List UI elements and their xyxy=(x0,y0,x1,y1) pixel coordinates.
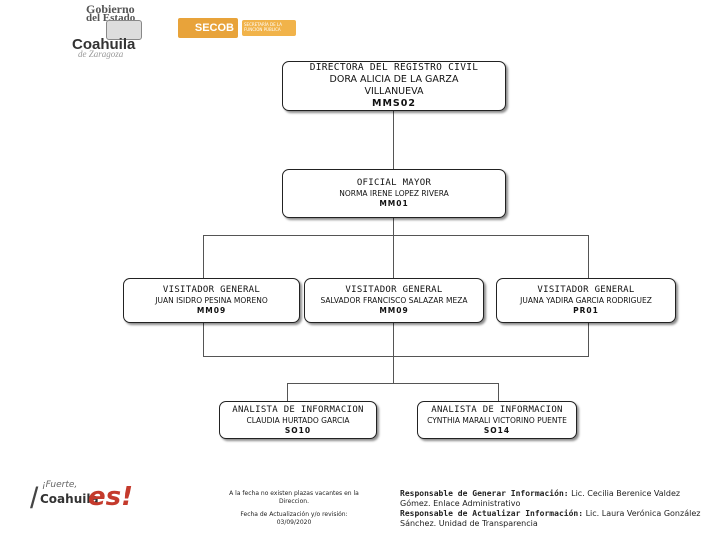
logo-text-coahuila: Coahuila xyxy=(40,492,99,506)
logo-text-fuerte: ¡Fuerte, xyxy=(42,480,78,490)
node-title: DIRECTORA DEL REGISTRO CIVIL xyxy=(309,62,479,73)
responsable-generar: Responsable de Generar Información: Lic.… xyxy=(400,489,712,509)
secob-label: SECOB xyxy=(178,18,238,38)
fuerte-coahuila-logo: / ¡Fuerte, Coahuila es! xyxy=(30,476,134,516)
connector-analista-2 xyxy=(498,383,499,401)
node-title: OFICIAL MAYOR xyxy=(356,178,432,188)
logo-text-es: es! xyxy=(88,482,133,512)
note-fecha-actualizacion: Fecha de Actualización y/o revisión: 03/… xyxy=(240,511,348,526)
note-vacantes: A la fecha no existen plazas vacantes en… xyxy=(229,490,359,505)
logo-text-gobierno: Gobierno xyxy=(86,2,135,16)
node-code: SO10 xyxy=(284,425,312,435)
node-code: MM09 xyxy=(196,306,227,315)
node-title: VISITADOR GENERAL xyxy=(537,285,635,295)
secob-logo: SECOB SECRETARÍA DE LA FUNCIÓN PÚBLICA xyxy=(178,18,296,38)
node-visitador-1: VISITADOR GENERAL JUAN ISIDRO PESINA MOR… xyxy=(123,278,300,323)
node-name: JUANA YADIRA GARCIA RODRIGUEZ xyxy=(520,296,652,305)
node-name: SALVADOR FRANCISCO SALAZAR MEZA xyxy=(320,296,468,305)
logo-text-coahuila: Coahuila xyxy=(72,36,136,53)
node-title: VISITADOR GENERAL xyxy=(162,285,261,295)
connector-center-down xyxy=(393,323,394,383)
gobierno-coahuila-logo: Gobierno del Estado Coahuila de Zaragoza xyxy=(60,2,172,59)
node-name: CYNTHIA MARALI VICTORINO PUENTE xyxy=(427,415,567,425)
secob-subtitle: SECRETARÍA DE LA FUNCIÓN PÚBLICA xyxy=(242,20,296,36)
node-name: DORA ALICIA DE LA GARZA VILLANUEVA xyxy=(329,74,459,97)
connector-visitador-2 xyxy=(393,235,394,278)
connector-visitador-1 xyxy=(203,235,204,278)
connector-director-oficial xyxy=(393,111,394,169)
node-name: NORMA IRENE LOPEZ RIVERA xyxy=(339,189,449,198)
node-name: JUAN ISIDRO PESINA MORENO xyxy=(155,296,268,305)
node-code: MMS02 xyxy=(372,98,416,109)
node-visitador-3: VISITADOR GENERAL JUANA YADIRA GARCIA RO… xyxy=(496,278,676,323)
logo-slash-icon: / xyxy=(30,482,39,515)
connector-visitadores-bar xyxy=(203,235,589,236)
connector-visitador-3 xyxy=(588,235,589,278)
connector-oficial-down xyxy=(393,218,394,235)
responsable-actualizar-label: Responsable de Actualizar Información: xyxy=(400,509,584,518)
responsable-generar-label: Responsable de Generar Información: xyxy=(400,489,569,498)
connector-lower-right xyxy=(588,323,589,356)
connector-analista-1 xyxy=(287,383,288,401)
responsable-generar-value: Lic. Cecilia Berenice Valdez Gómez. Enla… xyxy=(400,489,681,508)
node-title: VISITADOR GENERAL xyxy=(345,285,443,295)
node-visitador-2: VISITADOR GENERAL SALVADOR FRANCISCO SAL… xyxy=(304,278,484,323)
node-code: PR01 xyxy=(573,306,599,315)
state-seal-icon xyxy=(106,20,142,40)
connector-analistas-bar xyxy=(287,383,499,384)
node-name: CLAUDIA HURTADO GARCIA xyxy=(246,415,350,425)
node-code: SO14 xyxy=(483,425,511,435)
node-title: ANALISTA DE INFORMACION xyxy=(232,404,364,415)
node-title: ANALISTA DE INFORMACION xyxy=(431,404,563,415)
connector-lower-left xyxy=(203,323,204,356)
connector-lower-bar xyxy=(203,356,589,357)
responsable-actualizar: Responsable de Actualizar Información: L… xyxy=(400,509,712,529)
logo-text-zaragoza: de Zaragoza xyxy=(78,49,124,59)
responsable-actualizar-value: Lic. Laura Verónica González Sánchez. Un… xyxy=(400,509,701,528)
node-analista-2: ANALISTA DE INFORMACION CYNTHIA MARALI V… xyxy=(417,401,577,439)
node-oficial-mayor: OFICIAL MAYOR NORMA IRENE LOPEZ RIVERA M… xyxy=(282,169,506,218)
node-code: MM01 xyxy=(379,199,409,208)
node-code: MM09 xyxy=(379,306,409,315)
node-director: DIRECTORA DEL REGISTRO CIVIL DORA ALICIA… xyxy=(282,61,506,111)
node-analista-1: ANALISTA DE INFORMACION CLAUDIA HURTADO … xyxy=(219,401,377,439)
